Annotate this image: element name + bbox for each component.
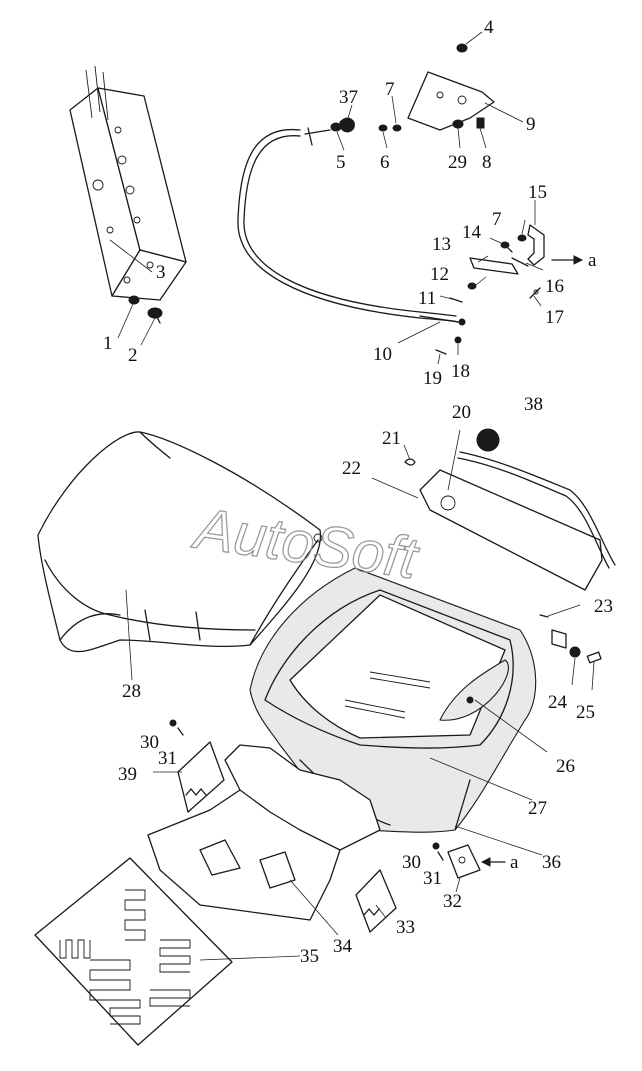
callout-37: 37	[339, 87, 358, 108]
callout-20: 20	[452, 402, 471, 423]
callout-9: 9	[526, 114, 536, 135]
part-37-knob	[339, 117, 355, 133]
callout-3: 3	[156, 262, 166, 283]
callout-7b: 7	[492, 209, 502, 230]
part-9-bracket	[407, 71, 495, 131]
part-31-washer-left	[177, 727, 184, 736]
callout-31a: 31	[158, 748, 177, 769]
part-7-pin	[378, 124, 402, 132]
callout-15: 15	[528, 182, 547, 203]
callout-21: 21	[382, 428, 401, 449]
part-17-pin	[529, 287, 541, 299]
callout-11: 11	[418, 288, 436, 309]
callout-4: 4	[484, 17, 494, 38]
part-24-nut	[569, 646, 581, 658]
part-39-spring-plate	[177, 741, 225, 813]
leader-lines	[109, 31, 595, 961]
callout-22: 22	[342, 458, 361, 479]
callout-31b: 31	[423, 868, 442, 889]
arrow-label-a-lower: a	[510, 852, 519, 873]
callout-35: 35	[300, 946, 319, 967]
part-1-nut	[128, 295, 140, 305]
part-21-clip	[404, 458, 416, 466]
part-25-bolt	[586, 651, 602, 664]
callout-labels: 1 2 3 4 5 6 7 8 9 10 11 12 13 14 15 16 1…	[103, 17, 613, 967]
part-18-nut	[454, 336, 462, 344]
part-31-washer-right	[437, 851, 444, 861]
arrow-label-a-upper: a	[588, 250, 597, 271]
callout-39: 39	[118, 764, 137, 785]
callout-2: 2	[128, 345, 138, 366]
callout-26: 26	[556, 756, 575, 777]
arrow-a-lower	[480, 857, 506, 867]
callout-13: 13	[432, 234, 451, 255]
arrow-a-upper	[551, 255, 584, 265]
callout-36: 36	[542, 852, 561, 873]
part-2-bolt	[147, 307, 163, 324]
callout-12: 12	[430, 264, 449, 285]
part-19-bolt	[435, 349, 447, 355]
part-26-handle	[439, 659, 509, 721]
callout-28: 28	[122, 681, 141, 702]
callout-1: 1	[103, 333, 113, 354]
callout-25: 25	[576, 702, 595, 723]
callout-23: 23	[594, 596, 613, 617]
part-4-nut	[456, 43, 468, 53]
callout-14: 14	[462, 222, 482, 243]
part-8-bolt	[476, 117, 485, 129]
part-33-spring-plate	[355, 869, 397, 933]
part-5-cable-end	[304, 122, 342, 146]
part-28-backrest-cushion	[37, 431, 323, 653]
part-38-cap	[476, 428, 500, 452]
callout-33: 33	[396, 917, 415, 938]
callout-17: 17	[545, 307, 564, 328]
callout-18: 18	[451, 361, 470, 382]
callout-19: 19	[423, 368, 442, 389]
part-13-lever	[469, 257, 519, 275]
callout-5: 5	[336, 152, 346, 173]
part-30-screw-right	[432, 842, 440, 850]
part-20-rail	[457, 451, 616, 569]
part-30-screw-left	[169, 719, 177, 727]
callout-24: 24	[548, 692, 568, 713]
callout-8: 8	[482, 152, 492, 173]
part-16-spring	[511, 257, 529, 267]
callout-7a: 7	[385, 79, 395, 100]
callout-16: 16	[545, 276, 564, 297]
part-23-screw	[539, 614, 549, 618]
callout-29: 29	[448, 152, 467, 173]
part-35-heating-mat	[34, 857, 233, 1046]
callout-38: 38	[524, 394, 543, 415]
part-14-bolt	[500, 241, 513, 253]
callout-6: 6	[380, 152, 390, 173]
part-22-bracket-plate	[419, 469, 603, 591]
part-10-control-cable	[237, 128, 466, 326]
part-32-bracket-lower	[447, 844, 481, 879]
part-3-mounting-plate	[69, 65, 187, 301]
part-29-washer	[452, 119, 464, 129]
part-24-tab	[551, 629, 567, 649]
callout-34: 34	[333, 936, 353, 957]
callout-32: 32	[443, 891, 462, 912]
part-15-bracket	[517, 224, 545, 266]
callout-30b: 30	[402, 852, 421, 873]
callout-27: 27	[528, 798, 547, 819]
callout-30a: 30	[140, 732, 159, 753]
callout-10: 10	[373, 344, 392, 365]
part-34-seat-base-plate	[147, 744, 381, 921]
part-12-nut	[467, 282, 477, 290]
